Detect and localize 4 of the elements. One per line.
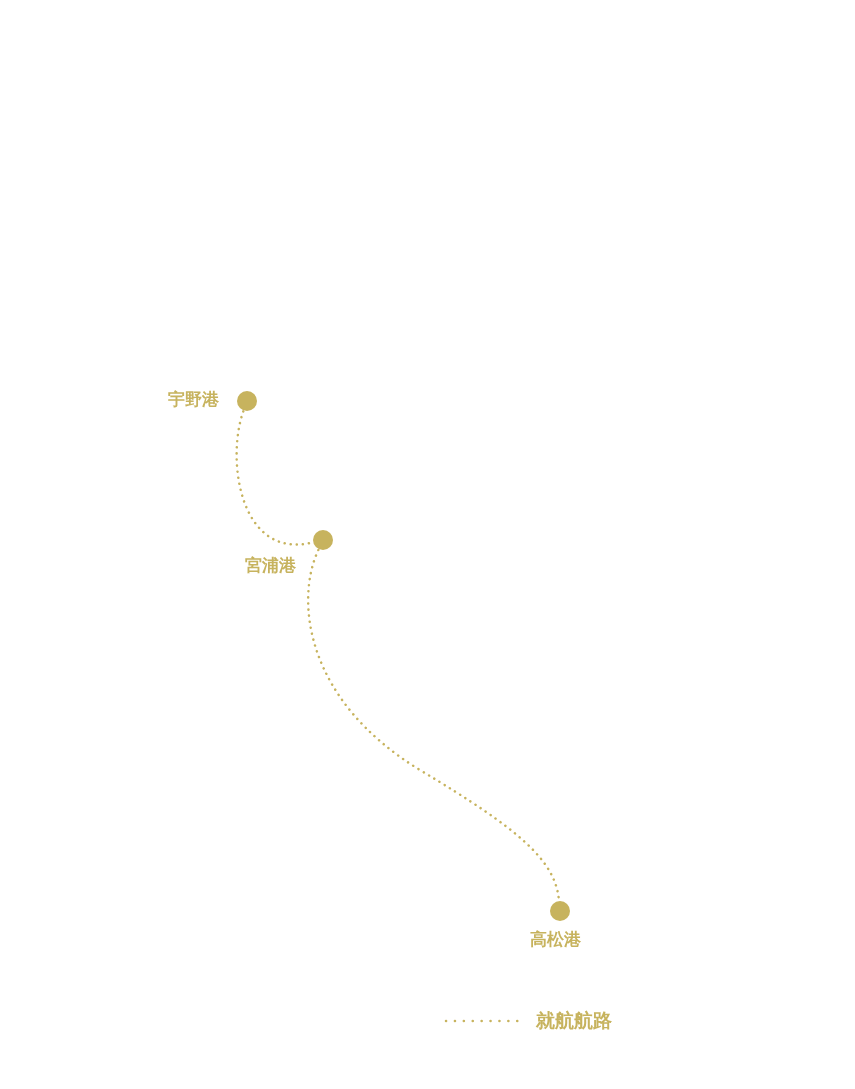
port-name: 宇野港 <box>168 388 219 411</box>
port-name: 高松港 <box>530 928 581 951</box>
legend-text: 就航航路 <box>536 1008 612 1033</box>
port-name: 宮浦港 <box>245 554 296 577</box>
